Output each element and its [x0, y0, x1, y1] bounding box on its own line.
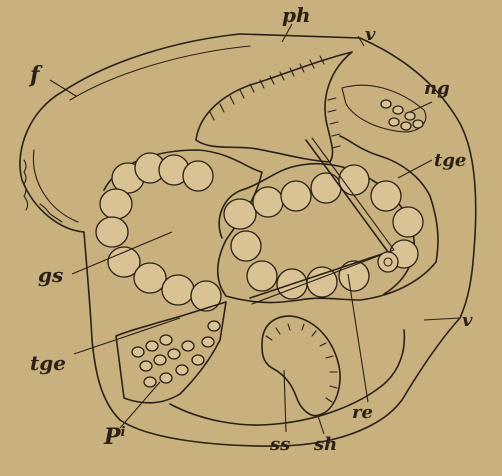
label-tge-right: tge: [434, 150, 466, 171]
pharynx-lobe: [196, 52, 352, 162]
label-tge-left: tge: [30, 351, 66, 375]
label-ng: ng: [424, 78, 450, 99]
label-ss: ss: [269, 434, 290, 455]
ss-striations: [266, 324, 337, 402]
label-v-top: v: [365, 24, 376, 45]
yolk-cells-left: [96, 153, 221, 311]
label-re: re: [352, 402, 373, 423]
label-v-right: v: [462, 310, 473, 331]
label-f: f: [28, 62, 43, 88]
label-sh: sh: [313, 434, 337, 455]
nerve-ganglion: [342, 85, 426, 132]
pharynx-striations: [210, 56, 340, 148]
pigment-cells: [116, 302, 226, 403]
label-pi-base: P: [103, 424, 122, 450]
shell-sac-ss: [262, 316, 340, 416]
label-ph: ph: [282, 3, 311, 27]
label-pi-sup: i: [121, 425, 126, 440]
label-gs: gs: [38, 263, 63, 287]
membrane-f: [33, 46, 250, 222]
label-pi: Pi: [103, 424, 126, 450]
